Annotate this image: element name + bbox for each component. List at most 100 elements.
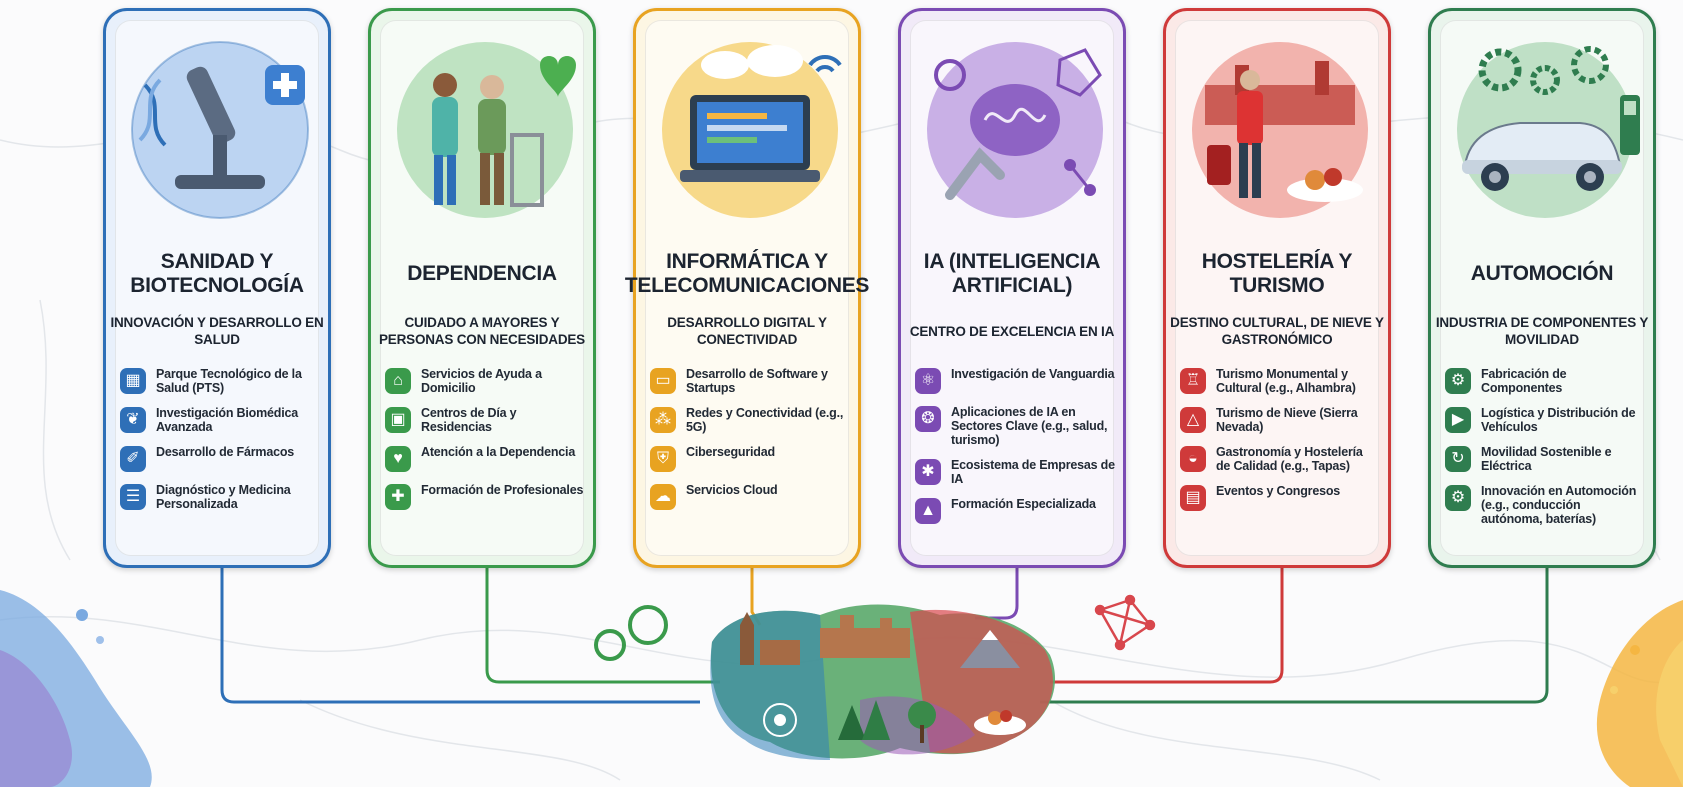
- sector-illustration: [131, 41, 309, 219]
- connector-sanidad: [220, 568, 700, 704]
- sector-title: SANIDAD Y BIOTECNOLOGÍA: [130, 250, 304, 297]
- dot-left: [76, 609, 88, 621]
- list-item: ▣Centros de Día y Residencias: [385, 406, 585, 434]
- dot-right: [1630, 645, 1640, 655]
- list-item: ☰ Diagnóstico y Medicina Personalizada: [120, 483, 320, 511]
- mountain-icon: △: [1180, 407, 1206, 433]
- item-label: Parque Tecnológico de la Salud (PTS): [156, 367, 302, 395]
- item-label: Ecosistema de Empresas de IA: [951, 458, 1115, 486]
- connector-dependencia: [485, 568, 720, 684]
- cloud-icon: ☁: [650, 484, 676, 510]
- splash-right-2: [1656, 640, 1683, 787]
- list-item: ↻ Movilidad Sostenible e Eléctrica: [1445, 445, 1645, 473]
- brain-head-icon: ❂: [915, 406, 941, 432]
- sector-title: AUTOMOCIÓN: [1470, 262, 1614, 285]
- sector-title: HOSTELERÍA Y TURISMO: [1201, 250, 1353, 297]
- list-item: ⚛Investigación de Vanguardia: [915, 367, 1115, 394]
- sector-item-list: ⌂ Servicios de Ayuda a Domicilio ▣Centros …: [385, 367, 585, 521]
- monument-icon: ♖: [1180, 368, 1206, 394]
- item-label: Diagnóstico y Medicina Personalizada: [156, 483, 291, 511]
- list-item: ♖ Turismo Monumental y Cultural (e.g., Al…: [1180, 367, 1380, 395]
- list-item: ▭ Desarrollo de Software y Startups: [650, 367, 850, 395]
- sector-subtitle: CENTRO DE EXCELENCIA EN IA: [909, 323, 1115, 339]
- item-label: Fabricación de Componentes: [1481, 367, 1567, 395]
- nurse-icon: ✚: [385, 484, 411, 510]
- laptop-icon: ▭: [650, 368, 676, 394]
- item-label: Servicios Cloud: [686, 483, 778, 497]
- network-decoration: [1094, 594, 1156, 651]
- item-label: Formación Especializada: [951, 497, 1096, 511]
- graduation-cap-icon: ▲: [915, 498, 941, 524]
- dish-icon: ◒: [1180, 446, 1206, 472]
- dot-right-2: [1610, 686, 1618, 694]
- sector-subtitle: CUIDADO A MAYORES Y PERSONAS CON NECESID…: [379, 315, 585, 347]
- sector-illustration: [662, 42, 842, 218]
- dot-left-2: [96, 636, 104, 644]
- item-label: Innovación en Automoción (e.g., conducci…: [1481, 484, 1637, 526]
- truck-icon: ▶: [1445, 407, 1471, 433]
- item-label: Servicios de Ayuda a Domicilio: [421, 367, 542, 395]
- splash-left-2: [0, 650, 72, 787]
- item-label: Movilidad Sostenible e Eléctrica: [1481, 445, 1612, 473]
- sector-illustration: [1192, 42, 1368, 218]
- gear-icon: ⚙: [1445, 368, 1471, 394]
- central-splash: [710, 604, 1056, 760]
- calendar-icon: ▤: [1180, 485, 1206, 511]
- item-label: Gastronomía y Hostelería de Calidad (e.g…: [1216, 445, 1363, 473]
- list-item: ⛨Ciberseguridad: [650, 445, 850, 472]
- sector-illustration: [1457, 42, 1640, 218]
- sector-item-list: ▦Parque Tecnológico de la Salud (PTS) ❦ In…: [120, 367, 320, 522]
- sector-card-informatica: INFORMÁTICA Y TELECOMUNICACIONES DESARROL…: [624, 8, 870, 568]
- list-item: ☁ Servicios Cloud: [650, 483, 850, 510]
- sector-item-list: ▭ Desarrollo de Software y Startups ⁂ Redes…: [650, 367, 850, 521]
- connector-hosteleria: [1050, 568, 1284, 684]
- sector-subtitle: DESTINO CULTURAL, DE NIEVE Y GASTRONÓMIC…: [1170, 315, 1384, 347]
- sector-title: IA (INTELIGENCIA ARTIFICIAL): [923, 250, 1101, 297]
- list-item: ▤Eventos y Congresos: [1180, 484, 1380, 511]
- item-label: Investigación Biomédica Avanzada: [156, 406, 298, 434]
- gear-innovation-icon: ⚙: [1445, 485, 1471, 511]
- item-label: Centros de Día y Residencias: [421, 406, 517, 434]
- item-label: Atención a la Dependencia: [421, 445, 576, 459]
- item-label: Formación de Profesionales: [421, 483, 584, 497]
- sector-illustration: [397, 42, 576, 218]
- house-icon: ⌂: [385, 368, 411, 394]
- item-label: Aplicaciones de IA en Sectores Clave (e.…: [951, 405, 1108, 447]
- list-item: ▦Parque Tecnológico de la Salud (PTS): [120, 367, 320, 395]
- list-item: ⁂ Redes y Conectividad (e.g., 5G): [650, 406, 850, 434]
- sector-illustration: [927, 42, 1103, 218]
- sector-item-list: ♖ Turismo Monumental y Cultural (e.g., Al…: [1180, 367, 1380, 522]
- gears-decoration: [594, 605, 668, 661]
- item-label: Logística y Distribución de Vehículos: [1481, 406, 1636, 434]
- heart-hands-icon: ♥: [385, 446, 411, 472]
- list-item: ⚙ Fabricación de Componentes: [1445, 367, 1645, 395]
- list-item: ♥ Atención a la Dependencia: [385, 445, 585, 472]
- antenna-icon: ⁂: [650, 407, 676, 433]
- sector-subtitle: INDUSTRIA DE COMPONENTES Y MOVILIDAD: [1435, 315, 1649, 347]
- sector-card-automocion: AUTOMOCIÓN INDUSTRIA DE COMPONENTES Y MOV…: [1428, 8, 1656, 568]
- list-item: ⚙ Innovación en Automoción (e.g., conducc…: [1445, 484, 1645, 526]
- test-tube-icon: ✐: [120, 446, 146, 472]
- sector-title: INFORMÁTICA Y TELECOMUNICACIONES: [624, 250, 870, 297]
- connector-automocion: [1040, 568, 1549, 704]
- item-label: Desarrollo de Software y Startups: [686, 367, 828, 395]
- item-label: Redes y Conectividad (e.g., 5G): [686, 406, 844, 434]
- item-label: Desarrollo de Fármacos: [156, 445, 295, 459]
- sector-subtitle: DESARROLLO DIGITAL Y CONECTIVIDAD: [667, 315, 827, 347]
- item-label: Turismo Monumental y Cultural (e.g., Alh…: [1216, 367, 1356, 395]
- sector-item-list: ⚛Investigación de Vanguardia ❂ Aplicacione…: [915, 367, 1115, 535]
- connector-ia: [975, 568, 1019, 620]
- eco-charge-icon: ↻: [1445, 446, 1471, 472]
- list-item: ✐ Desarrollo de Fármacos: [120, 445, 320, 472]
- list-item: △ Turismo de Nieve (Sierra Nevada): [1180, 406, 1380, 434]
- list-item: ❦ Investigación Biomédica Avanzada: [120, 406, 320, 434]
- item-label: Ciberseguridad: [686, 445, 775, 459]
- clipboard-icon: ☰: [120, 484, 146, 510]
- dna-icon: ❦: [120, 407, 146, 433]
- list-item: ⌂ Servicios de Ayuda a Domicilio: [385, 367, 585, 395]
- list-item: ✱Ecosistema de Empresas de IA: [915, 458, 1115, 486]
- list-item: ❂ Aplicaciones de IA en Sectores Clave (e…: [915, 405, 1115, 447]
- item-label: Turismo de Nieve (Sierra Nevada): [1216, 406, 1358, 434]
